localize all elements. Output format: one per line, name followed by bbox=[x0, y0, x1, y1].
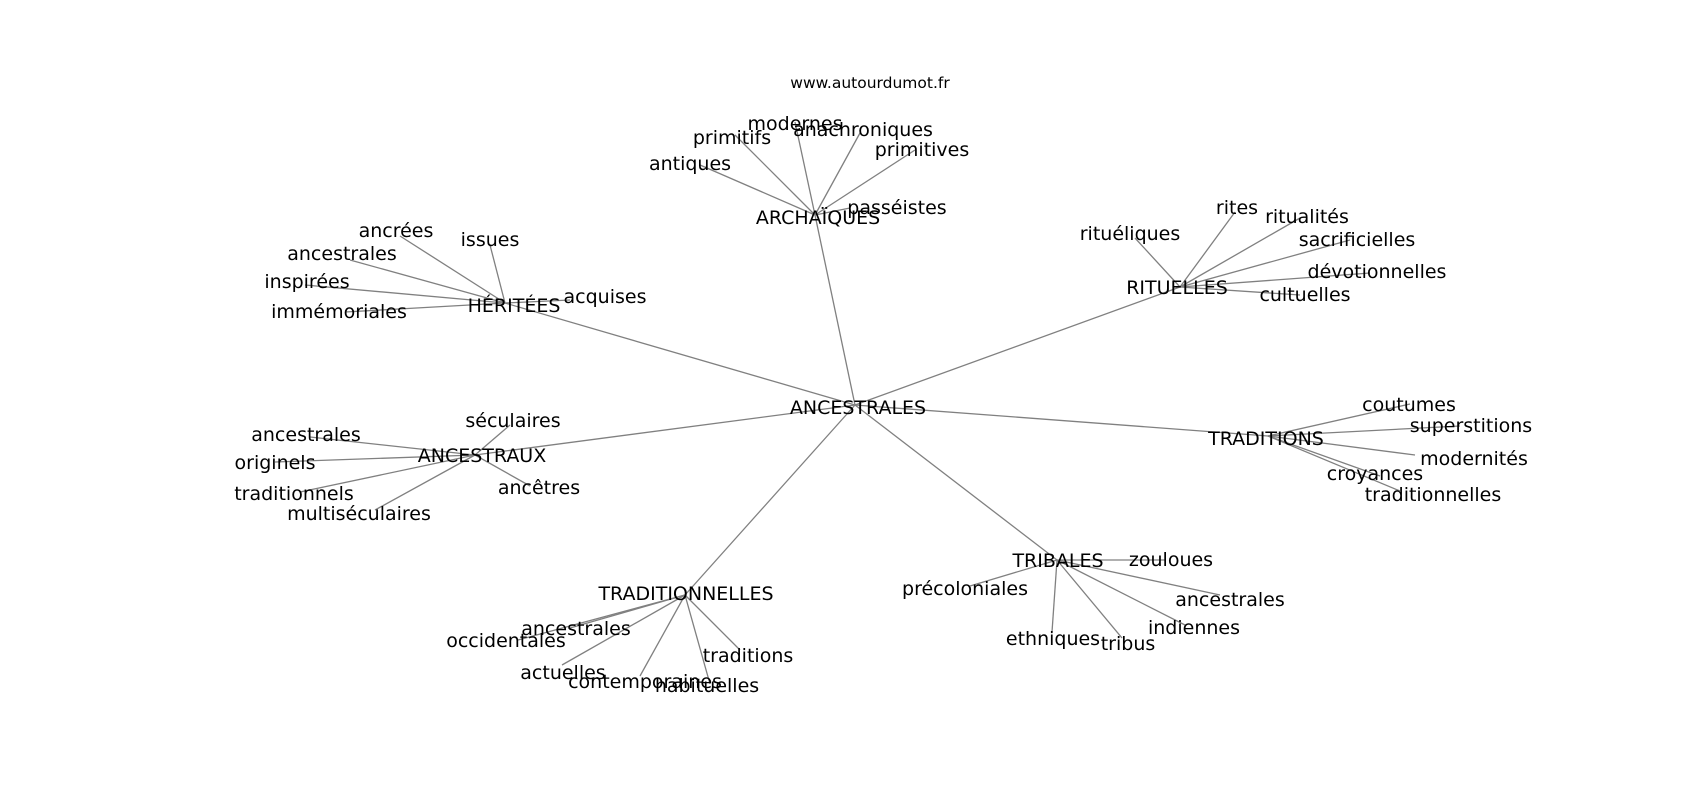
edge-ancestraux-ancetres bbox=[474, 454, 531, 487]
leaf-node-immemoriales: immémoriales bbox=[271, 301, 407, 323]
edge-archaiques-modernes bbox=[794, 121, 816, 216]
edge-rituelles-ritueliques bbox=[1134, 237, 1181, 288]
edge-ancestraux-traditionnels bbox=[299, 454, 476, 493]
leaf-node-actuelles: actuelles bbox=[520, 662, 605, 684]
edge-archaiques-primitifs bbox=[734, 134, 816, 216]
edge-traditionnelles-habituelles bbox=[684, 594, 711, 685]
leaf-node-ethniques: ethniques bbox=[1006, 628, 1100, 650]
leaf-node-ancestrales: ancestrales bbox=[521, 618, 631, 640]
leaf-node-tribus: tribus bbox=[1101, 633, 1156, 655]
leaf-node-modernes: modernes bbox=[748, 113, 843, 135]
leaf-node-issues: issues bbox=[461, 229, 520, 251]
edge-ancestraux-seculaires bbox=[474, 424, 511, 456]
edge-heritees-acquises bbox=[504, 299, 571, 304]
leaf-node-ancestrales: ancestrales bbox=[287, 243, 397, 265]
leaf-node-anachroniques: anachroniques bbox=[793, 119, 933, 141]
leaf-node-traditions: traditions bbox=[703, 645, 794, 667]
leaf-node-ancestrales: ancestrales bbox=[1175, 589, 1285, 611]
edge-heritees-inspirees bbox=[304, 284, 506, 304]
edge-root-ancestraux bbox=[474, 404, 856, 456]
leaf-node-ritualites: ritualités bbox=[1265, 206, 1349, 228]
hub-node-traditionnelles: TRADITIONNELLES bbox=[597, 583, 773, 605]
watermark: www.autourdumot.fr bbox=[790, 74, 950, 92]
edge-traditions-modernites bbox=[1267, 435, 1416, 456]
edge-archaiques-passeistes bbox=[814, 207, 851, 216]
leaf-node-traditionnelles: traditionnelles bbox=[1365, 484, 1502, 506]
leaf-node-inspirees: inspirées bbox=[264, 271, 349, 293]
leaf-node-acquises: acquises bbox=[564, 286, 647, 308]
edge-tribales-precoloniales bbox=[969, 559, 1058, 587]
edge-ancestraux-multiseculaires bbox=[374, 454, 476, 511]
leaf-node-ancrees: ancrées bbox=[359, 220, 434, 242]
leaf-node-zouloues: zouloues bbox=[1129, 549, 1213, 571]
leaf-node-cultuelles: cultuelles bbox=[1259, 284, 1350, 306]
label-layer: www.autourdumot.fr antiquesprimitifsmode… bbox=[234, 74, 1532, 697]
edge-layer bbox=[274, 121, 1461, 685]
leaf-node-passeistes: passéistes bbox=[847, 197, 946, 219]
hub-node-rituelles: RITUELLES bbox=[1126, 277, 1228, 299]
edge-root-tribales bbox=[854, 404, 1058, 561]
edge-rituelles-sacrificielles bbox=[1179, 239, 1351, 288]
leaf-node-superstitions: superstitions bbox=[1410, 415, 1532, 437]
edge-traditions-croyances bbox=[1267, 435, 1381, 477]
hub-node-archaiques: ARCHAÏQUES bbox=[756, 206, 880, 229]
leaf-node-devotionnelles: dévotionnelles bbox=[1308, 261, 1447, 283]
edge-heritees-issues bbox=[489, 244, 506, 304]
edge-traditions-coutumes bbox=[1267, 403, 1411, 437]
leaf-node-occidentales: occidentales bbox=[446, 630, 566, 652]
leaf-node-antiques: antiques bbox=[649, 153, 731, 175]
edge-traditionnelles-occidentales bbox=[517, 594, 686, 641]
leaf-node-traditionnels: traditionnels bbox=[234, 483, 354, 505]
edge-rituelles-cultuelles bbox=[1179, 286, 1301, 296]
hub-node-ancestraux: ANCESTRAUX bbox=[418, 445, 547, 467]
leaf-node-rites: rites bbox=[1216, 197, 1258, 219]
edge-traditionnelles-actuelles bbox=[561, 594, 686, 666]
edge-traditionnelles-contemporaines bbox=[639, 594, 686, 677]
hub-node-tribales: TRIBALES bbox=[1011, 550, 1103, 572]
leaf-node-coutumes: coutumes bbox=[1362, 394, 1456, 416]
edge-root-heritees bbox=[504, 302, 856, 406]
edge-tribales-ethniques bbox=[1051, 559, 1058, 633]
edge-tribales-tribus bbox=[1056, 559, 1123, 639]
hub-node-heritees: HÉRITÉES bbox=[468, 294, 561, 317]
edge-heritees-ancestrales bbox=[349, 259, 506, 304]
edge-heritees-immemoriales bbox=[344, 302, 506, 313]
edge-root-traditions bbox=[854, 404, 1269, 437]
leaf-node-contemporaines: contemporaines bbox=[568, 671, 722, 693]
edge-traditionnelles-traditions bbox=[684, 594, 741, 651]
edge-archaiques-anachroniques bbox=[814, 132, 861, 216]
leaf-node-originels: originels bbox=[235, 452, 316, 474]
edge-root-rituelles bbox=[854, 286, 1181, 406]
leaf-node-precoloniales: précoloniales bbox=[902, 578, 1028, 600]
leaf-node-primitives: primitives bbox=[875, 139, 970, 161]
edge-root-archaiques bbox=[814, 214, 856, 406]
leaf-node-primitifs: primitifs bbox=[693, 127, 771, 149]
edge-rituelles-rites bbox=[1179, 211, 1236, 288]
leaf-node-seculaires: séculaires bbox=[465, 410, 560, 432]
leaf-node-ritueliques: rituéliques bbox=[1080, 223, 1181, 245]
edge-traditions-traditionnelles bbox=[1267, 435, 1401, 492]
edge-traditions-superstitions bbox=[1267, 425, 1461, 437]
edge-rituelles-devotionnelles bbox=[1179, 272, 1371, 288]
edge-tribales-indiennes bbox=[1056, 559, 1186, 626]
leaf-node-habituelles: habituelles bbox=[655, 675, 759, 697]
leaf-node-multiseculaires: multiséculaires bbox=[287, 503, 431, 525]
edge-rituelles-ritualites bbox=[1179, 217, 1301, 288]
leaf-node-croyances: croyances bbox=[1327, 463, 1423, 485]
root-node: ANCESTRALES bbox=[790, 397, 926, 419]
edge-root-traditionnelles bbox=[684, 404, 856, 596]
leaf-node-indiennes: indiennes bbox=[1148, 617, 1240, 639]
leaf-node-modernites: modernités bbox=[1420, 448, 1528, 470]
edge-heritees-ancrees bbox=[399, 235, 506, 304]
leaf-node-ancestrales: ancestrales bbox=[251, 424, 361, 446]
edge-archaiques-primitives bbox=[814, 149, 916, 216]
leaf-node-ancetres: ancêtres bbox=[498, 477, 580, 499]
edge-tribales-ancestrales bbox=[1056, 559, 1221, 596]
leaf-node-sacrificielles: sacrificielles bbox=[1299, 229, 1416, 251]
edge-archaiques-antiques bbox=[699, 164, 816, 216]
edge-ancestraux-originels bbox=[274, 454, 476, 463]
edge-ancestraux-ancestrales bbox=[309, 436, 476, 456]
hub-node-traditions: TRADITIONS bbox=[1207, 428, 1324, 450]
